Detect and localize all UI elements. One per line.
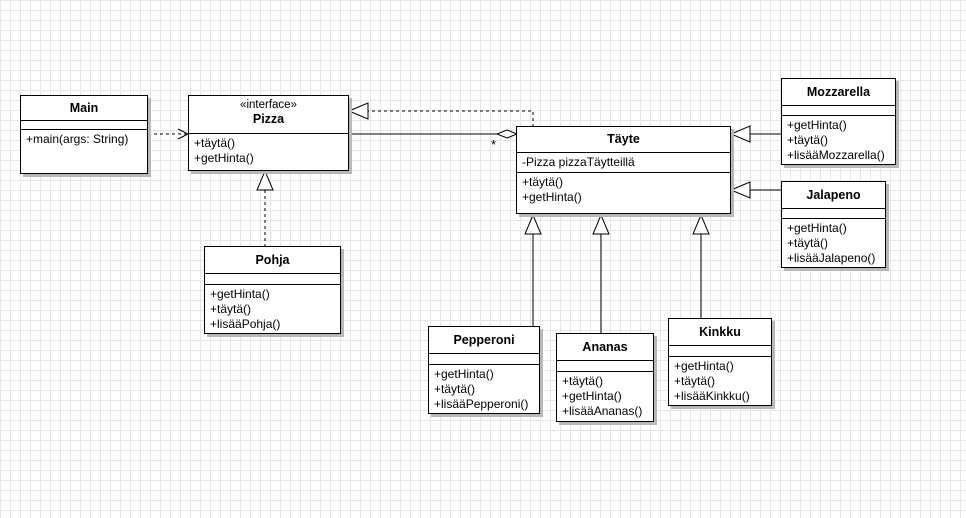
method: +lisääMozzarella() (787, 148, 885, 162)
class-pohja[interactable]: Pohja +getHinta() +täytä() +lisääPohja() (204, 246, 341, 334)
mozzarella-tayte-generalization[interactable] (729, 125, 781, 143)
method: +lisääPohja() (210, 317, 281, 331)
attribute: -Pizza pizzaTäytteillä (522, 155, 635, 169)
jalapeno-tayte-generalization[interactable] (729, 181, 781, 199)
tayte-pizza-realization[interactable] (347, 102, 534, 127)
methods-section: +getHinta() +täytä() +lisääPohja() (205, 285, 340, 334)
main-pizza-dependency[interactable] (148, 128, 190, 140)
ananas-tayte-generalization[interactable] (592, 213, 610, 334)
attributes-section (782, 106, 895, 116)
methods-section: +main(args: String) (21, 130, 147, 149)
method: +lisääAnanas() (562, 404, 643, 418)
method: +main(args: String) (26, 132, 129, 146)
method: +täytä() (674, 374, 716, 388)
method: +getHinta() (787, 118, 847, 132)
method: +lisääKinkku() (674, 389, 750, 403)
class-main[interactable]: Main +main(args: String) (20, 95, 148, 174)
method: +täytä() (434, 382, 476, 396)
attributes-section (205, 274, 340, 285)
method: +getHinta() (210, 287, 270, 301)
class-pepperoni[interactable]: Pepperoni +getHinta() +täytä() +lisääPep… (428, 326, 540, 414)
class-jalapeno[interactable]: Jalapeno +getHinta() +täytä() +lisääJala… (781, 181, 886, 268)
class-ananas[interactable]: Ananas +täytä() +getHinta() +lisääAnanas… (556, 333, 654, 422)
attributes-section: -Pizza pizzaTäytteillä (517, 153, 730, 173)
class-name: Pizza (252, 112, 285, 126)
attributes-section (557, 361, 653, 372)
methods-section: +täytä() +getHinta() (517, 173, 730, 207)
method: +getHinta() (194, 151, 254, 165)
pizza-tayte-aggregation[interactable] (348, 129, 519, 139)
methods-section: +getHinta() +täytä() +lisääJalapeno() (782, 219, 885, 268)
class-kinkku[interactable]: Kinkku +getHinta() +täytä() +lisääKinkku… (668, 318, 772, 406)
method: +täytä() (787, 133, 829, 147)
class-name: Ananas (557, 334, 653, 361)
class-name: Täyte (517, 127, 730, 153)
method: +getHinta() (434, 367, 494, 381)
method: +täytä() (562, 374, 604, 388)
method: +täytä() (210, 302, 252, 316)
class-tayte[interactable]: Täyte -Pizza pizzaTäytteillä +täytä() +g… (516, 126, 731, 214)
kinkku-tayte-generalization[interactable] (692, 213, 710, 319)
method: +täytä() (787, 236, 829, 250)
class-name: Jalapeno (782, 182, 885, 209)
method: +täytä() (522, 175, 564, 189)
method: +lisääJalapeno() (787, 251, 876, 265)
method: +lisääPepperoni() (434, 397, 529, 411)
method: +getHinta() (562, 389, 622, 403)
methods-section: +täytä() +getHinta() +lisääAnanas() (557, 372, 653, 421)
class-name: Mozzarella (782, 79, 895, 106)
method: +täytä() (194, 136, 236, 150)
attributes-section (669, 346, 771, 357)
method: +getHinta() (522, 190, 582, 204)
methods-section: +getHinta() +täytä() +lisääPepperoni() (429, 365, 539, 414)
stereotype: «interface» (240, 99, 297, 111)
methods-section: +getHinta() +täytä() +lisääMozzarella() (782, 116, 895, 165)
class-name: Kinkku (669, 319, 771, 346)
pohja-pizza-realization[interactable] (256, 169, 274, 247)
interface-pizza[interactable]: «interface» Pizza +täytä() +getHinta() (188, 95, 349, 171)
attributes-section (429, 354, 539, 365)
class-name: Pohja (205, 247, 340, 274)
class-mozzarella[interactable]: Mozzarella +getHinta() +täytä() +lisääMo… (781, 78, 896, 165)
aggregation-multiplicity: * (491, 137, 497, 152)
methods-section: +getHinta() +täytä() +lisääKinkku() (669, 357, 771, 406)
method: +getHinta() (674, 359, 734, 373)
pepperoni-tayte-generalization[interactable] (524, 213, 542, 327)
attributes-section (782, 209, 885, 219)
method: +getHinta() (787, 221, 847, 235)
class-name: Main (21, 96, 147, 121)
methods-section: +täytä() +getHinta() (189, 134, 348, 168)
attributes-section (21, 121, 147, 130)
class-name: Pepperoni (429, 327, 539, 354)
